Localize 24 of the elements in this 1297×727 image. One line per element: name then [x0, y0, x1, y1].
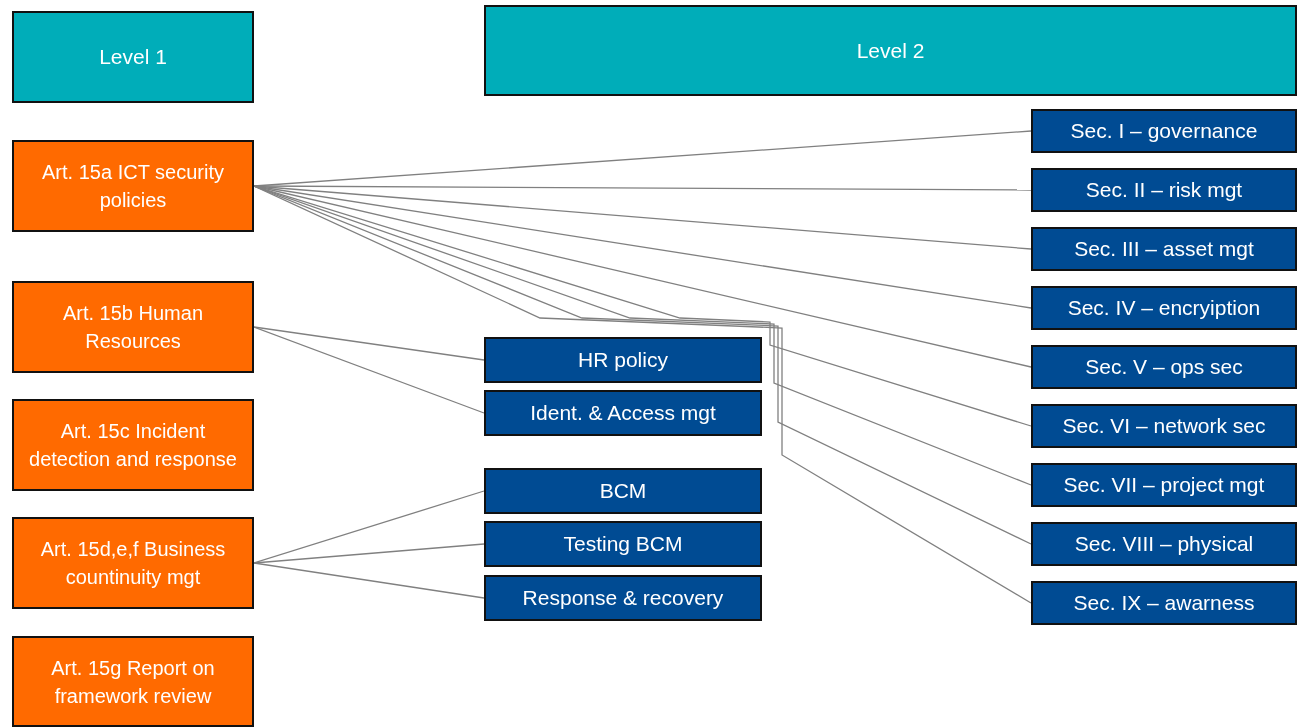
article-box: Art. 15c Incident detection and response: [12, 399, 254, 491]
article-box: Art. 15a ICT security policies: [12, 140, 254, 232]
section-box: Sec. VIII – physical: [1031, 522, 1297, 566]
connector-line: [253, 326, 485, 414]
topic-box: HR policy: [484, 337, 762, 383]
section-box: Sec. IX – awarness: [1031, 581, 1297, 625]
section-box: Sec. III – asset mgt: [1031, 227, 1297, 271]
connector-line: [253, 562, 485, 599]
article-box: Art. 15g Report on framework review: [12, 636, 254, 727]
topic-box: Ident. & Access mgt: [484, 390, 762, 436]
article-box: Art. 15b Human Resources: [12, 281, 254, 373]
section-box: Sec. VI – network sec: [1031, 404, 1297, 448]
section-box: Sec. I – governance: [1031, 109, 1297, 153]
level-header-box: Level 1: [12, 11, 254, 103]
topic-box: Response & recovery: [484, 575, 762, 621]
section-box: Sec. II – risk mgt: [1031, 168, 1297, 212]
level-header-box: Level 2: [484, 5, 1297, 96]
topic-box: BCM: [484, 468, 762, 514]
section-box: Sec. IV – encryiption: [1031, 286, 1297, 330]
section-box: Sec. V – ops sec: [1031, 345, 1297, 389]
topic-box: Testing BCM: [484, 521, 762, 567]
section-box: Sec. VII – project mgt: [1031, 463, 1297, 507]
connector-line: [253, 543, 485, 564]
article-box: Art. 15d,e,f Business countinuity mgt: [12, 517, 254, 609]
